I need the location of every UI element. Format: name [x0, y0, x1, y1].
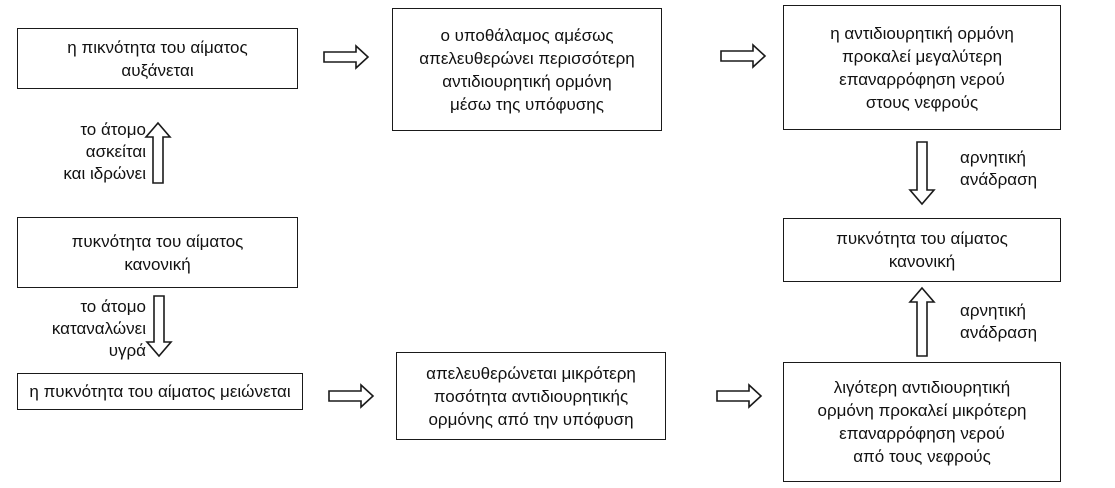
hypothalamus-releases-more-box: ο υποθάλαμος αμέσως απελευθερώνει περισσ… — [392, 8, 662, 131]
box-line: από τους νεφρούς — [853, 447, 991, 466]
box-line: απελευθερώνει περισσότερη — [419, 48, 635, 68]
box-line: αντιδιουρητική ορμόνη — [442, 71, 612, 91]
box-line: επαναρρόφηση νερού — [839, 424, 1005, 443]
up-arrow-icon — [144, 121, 172, 184]
right-arrow-icon — [716, 383, 763, 409]
box-line: η πυκνότητα του αίματος μειώνεται — [29, 382, 291, 401]
negative-feedback-bottom-label: αρνητική ανάδραση — [960, 301, 1038, 342]
less-hormone-less-reabsorption-box: λιγότερη αντιδιουρητική ορμόνη προκαλεί … — [783, 362, 1061, 482]
drinks-fluids-label: το άτομο καταναλώνει υγρά — [51, 297, 146, 360]
right-arrow-icon — [328, 383, 375, 409]
box-line: ορμόνης από την υπόφυση — [428, 409, 634, 429]
exercise-sweats-label: το άτομο ασκείται και ιδρώνει — [63, 120, 146, 183]
down-arrow-icon — [145, 295, 173, 358]
box-line: μέσω της υπόφυσης — [450, 94, 604, 114]
box-line: αυξάνεται — [121, 60, 194, 80]
box-line: η αντιδιουρητική ορμόνη — [830, 23, 1014, 43]
less-hormone-released-box: απελευθερώνεται μικρότερη ποσότητα αντιδ… — [396, 352, 666, 440]
box-line: κανονική — [124, 254, 191, 274]
blood-density-increases-box: η πικνότητα του αίματος αυξάνεται — [17, 28, 298, 89]
box-line: απελευθερώνεται μικρότερη — [426, 363, 636, 383]
box-line: λιγότερη αντιδιουρητική — [833, 378, 1011, 397]
box-line: πυκνότητα του αίματος — [836, 229, 1008, 248]
box-line: ποσότητα αντιδιουρητικής — [433, 386, 629, 406]
box-line: ο υποθάλαμος αμέσως — [440, 25, 614, 45]
blood-density-decreases-box: η πυκνότητα του αίματος μειώνεται — [17, 373, 303, 410]
blood-density-normal-left-box: πυκνότητα του αίματος κανονική — [17, 217, 298, 288]
blood-density-normal-right-box: πυκνότητα του αίματος κανονική — [783, 218, 1061, 282]
box-line: κανονική — [888, 252, 956, 271]
down-arrow-icon — [908, 141, 936, 206]
box-line: προκαλεί μεγαλύτερη — [841, 46, 1003, 66]
box-line: η πικνότητα του αίματος — [67, 37, 248, 57]
box-line: πυκνότητα του αίματος — [71, 231, 244, 251]
right-arrow-icon — [323, 44, 370, 70]
box-line: επαναρρόφηση νερού — [839, 69, 1005, 89]
negative-feedback-top-label: αρνητική ανάδραση — [960, 148, 1038, 189]
hormone-more-reabsorption-box: η αντιδιουρητική ορμόνη προκαλεί μεγαλύτ… — [783, 5, 1061, 130]
box-line: ορμόνη προκαλεί μικρότερη — [817, 401, 1027, 420]
right-arrow-icon — [720, 43, 767, 69]
up-arrow-icon — [908, 286, 936, 357]
box-line: στους νεφρούς — [865, 92, 979, 112]
